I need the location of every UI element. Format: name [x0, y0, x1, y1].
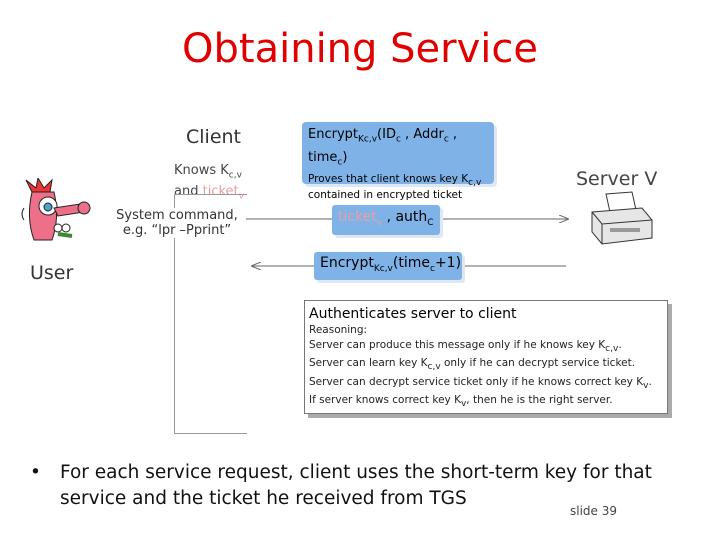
slide-title: Obtaining Service [182, 26, 538, 72]
service-request-message: EncryptKc,v(IDc , Addrc , timec) Proves … [302, 122, 494, 201]
server-label: Server V [576, 168, 658, 190]
reasoning-text: Reasoning: Server can produce this messa… [309, 324, 652, 410]
client-label: Client [186, 126, 242, 148]
auth-title: Authenticates server to client [309, 306, 517, 322]
user-label: User [30, 262, 74, 284]
client-bracket [174, 194, 247, 434]
encrypted-authenticator: EncryptKc,v(IDc , Addrc , timec) [308, 127, 458, 168]
printer-icon [591, 191, 653, 245]
bullet-text: For each service request, client uses th… [60, 462, 652, 509]
bullet-icon: • [30, 462, 41, 483]
ticket-auth-message: ticketv , authC [332, 205, 440, 235]
user-cartoon-icon [21, 178, 91, 241]
authentication-explanation: Authenticates server to client Reasoning… [304, 300, 668, 414]
slide-number: slide 39 [570, 504, 618, 518]
system-command-note: System command,e.g. “lpr –Pprint” [112, 208, 242, 238]
server-reply-message: EncryptKc,v(timec+1) [314, 252, 462, 280]
